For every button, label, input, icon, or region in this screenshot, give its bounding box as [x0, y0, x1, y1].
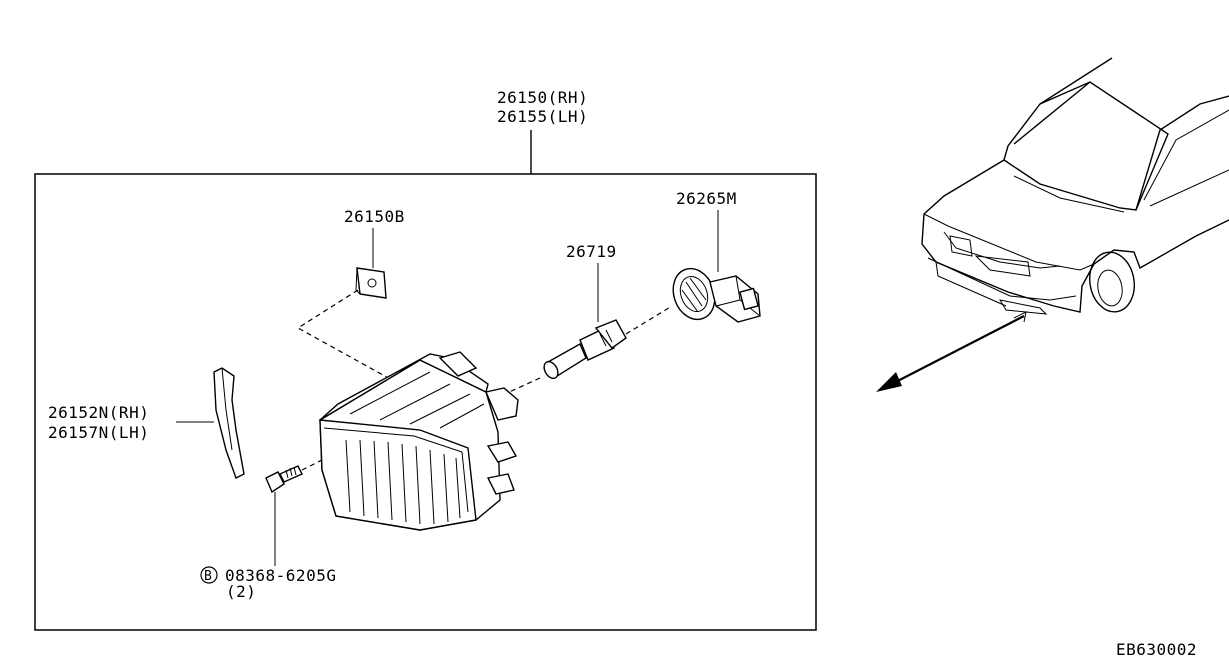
assembly-part-label-rh: 26150(RH) — [497, 88, 588, 107]
bolt-marker-letter: B — [204, 569, 212, 584]
location-arrow-head — [876, 372, 902, 392]
bolt-quantity: (2) — [226, 582, 256, 601]
bulb-dash-line — [625, 305, 673, 335]
finisher-part-label-rh: 26152N(RH) — [48, 403, 149, 422]
location-arrow-tick — [1013, 311, 1027, 323]
socket-harness — [672, 267, 761, 323]
socket-part-label: 26265M — [676, 189, 737, 208]
location-arrow-line — [883, 315, 1025, 389]
finisher-part-label-lh: 26157N(LH) — [48, 423, 149, 442]
bulb — [543, 319, 627, 380]
drawing-code: EB630002 — [1116, 640, 1197, 659]
bulb-part-label: 26719 — [566, 242, 617, 261]
finisher-strip — [213, 367, 245, 479]
vehicle-location-view — [921, 57, 1229, 315]
fog-lamp-housing — [319, 351, 519, 531]
bolt-dash-line — [301, 459, 323, 471]
bracket-part-label: 26150B — [344, 207, 405, 226]
bolt-marker-circle — [200, 566, 218, 584]
bolt — [265, 465, 303, 494]
bracket-dash-line — [296, 289, 393, 381]
bolt-part-number: 08368-6205G — [225, 566, 336, 585]
diagram-frame — [34, 173, 817, 631]
bracket-clip — [355, 267, 387, 299]
assembly-part-label-lh: 26155(LH) — [497, 107, 588, 126]
